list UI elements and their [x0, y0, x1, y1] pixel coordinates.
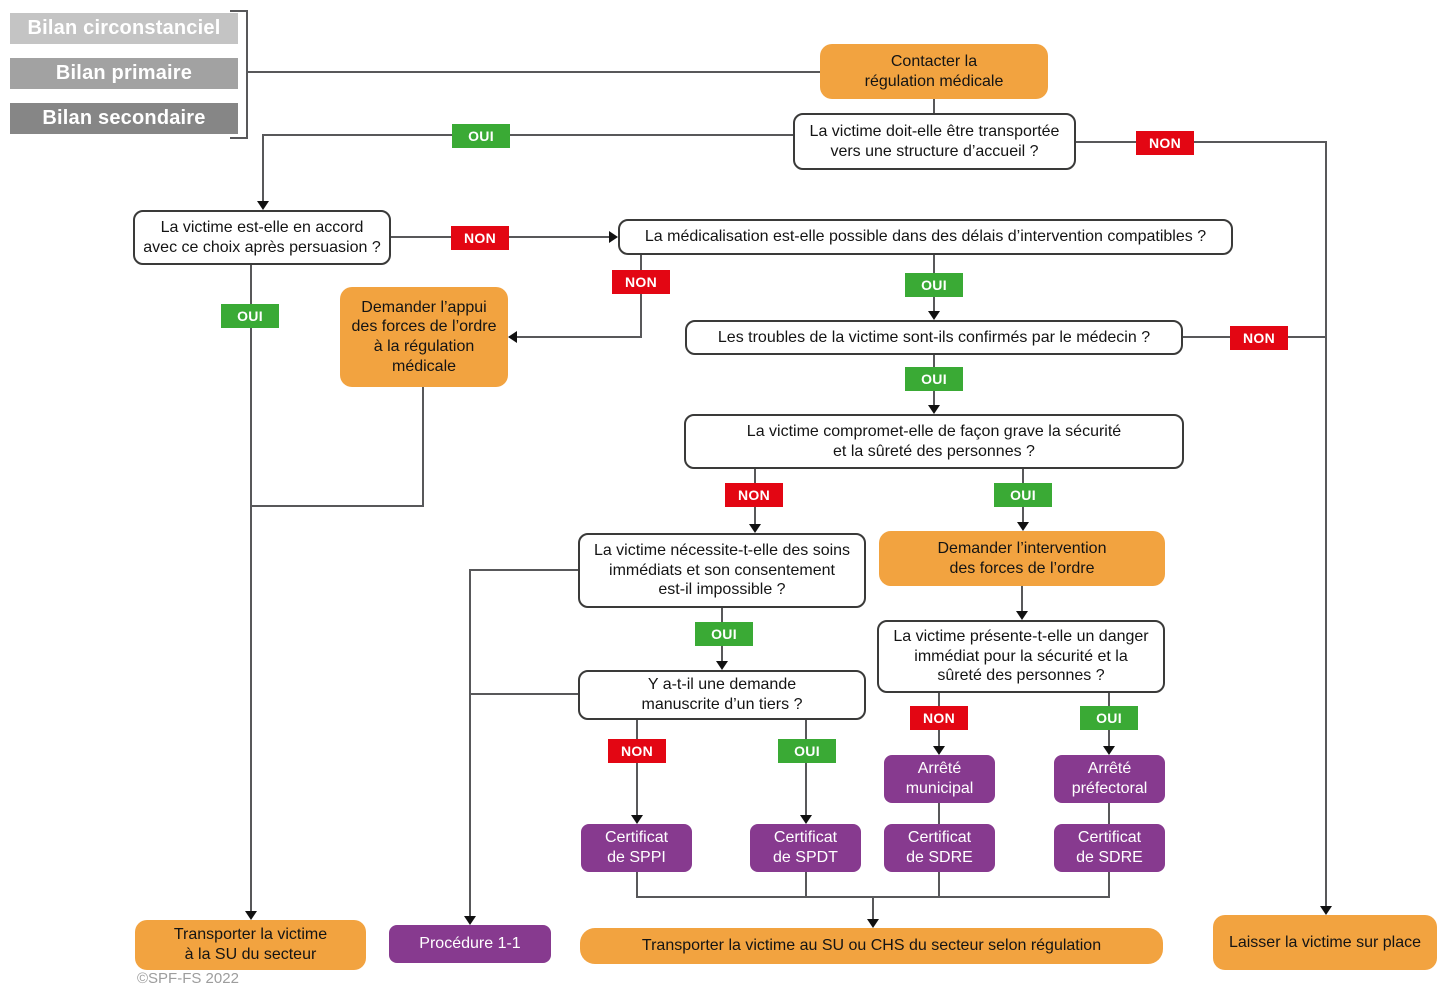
- badge-oui-soins: OUI: [695, 622, 753, 646]
- badge-oui-transport: OUI: [452, 124, 510, 148]
- node-certificat-sppi: Certificat de SPPI: [581, 824, 692, 872]
- badge-non-transport: NON: [1136, 131, 1194, 155]
- arrowhead-into-procedure: [464, 916, 476, 925]
- connector-municipal-sdre-v: [938, 803, 940, 824]
- connector-accord-oui-v: [250, 265, 252, 911]
- node-question-troubles: Les troubles de la victime sont-ils conf…: [685, 320, 1183, 355]
- badge-oui-troubles: OUI: [905, 367, 963, 391]
- connector-soins-left-h: [470, 569, 578, 571]
- arrowhead-into-municipal: [933, 746, 945, 755]
- badge-non-accord: NON: [451, 226, 509, 250]
- node-question-danger-immediat: La victime présente-t-elle un danger imm…: [877, 620, 1165, 693]
- connector-certs-out-v: [872, 896, 874, 919]
- badge-oui-danger: OUI: [1080, 706, 1138, 730]
- arrowhead-into-troubles: [928, 311, 940, 320]
- node-output-laisser-sur-place: Laisser la victime sur place: [1213, 915, 1437, 970]
- legend-bracket-top: [230, 10, 248, 12]
- connector-spdt-down-v: [805, 872, 807, 898]
- node-question-transport: La victime doit-elle être transportée ve…: [793, 113, 1076, 170]
- node-output-transporter-su: Transporter la victime à la SU du secteu…: [135, 920, 366, 970]
- node-action-intervention-forces-ordre: Demander l’intervention des forces de l’…: [879, 531, 1165, 586]
- badge-non-medicalisation: NON: [612, 270, 670, 294]
- connector-manuscrite-non-v: [636, 720, 638, 817]
- badge-oui-medicalisation: OUI: [905, 273, 963, 297]
- connector-transport-oui-h: [263, 134, 793, 136]
- connector-bracket-contacter: [248, 71, 820, 73]
- arrowhead-into-soins: [749, 524, 761, 533]
- legend-bilan-secondaire: Bilan secondaire: [10, 103, 238, 134]
- connector-left-procedure-v: [469, 569, 471, 916]
- connector-appui-down-h: [250, 505, 424, 507]
- badge-oui-compromet: OUI: [994, 483, 1052, 507]
- node-contacter-regulation: Contacter la régulation médicale: [820, 44, 1048, 99]
- node-arrete-prefectoral: Arrêté préfectoral: [1054, 755, 1165, 803]
- node-question-demande-manuscrite: Y a-t-il une demande manuscrite d’un tie…: [578, 670, 866, 720]
- connector-manuscrite-left-h: [470, 693, 578, 695]
- node-question-medicalisation: La médicalisation est-elle possible dans…: [618, 219, 1233, 255]
- connector-right-non-v: [1325, 141, 1327, 906]
- arrowhead-into-medicalisation: [609, 231, 618, 243]
- arrowhead-into-accord: [257, 201, 269, 210]
- arrowhead-into-su-chs: [867, 919, 879, 928]
- legend-bilan-circonstanciel: Bilan circonstanciel: [10, 13, 238, 44]
- connector-medicalisation-non-v: [640, 255, 642, 337]
- arrowhead-into-prefectoral: [1103, 746, 1115, 755]
- badge-oui-manuscrite: OUI: [778, 739, 836, 763]
- node-question-accord: La victime est-elle en accord avec ce ch…: [133, 210, 391, 265]
- node-question-compromet: La victime compromet-elle de façon grave…: [684, 414, 1184, 469]
- connector-manuscrite-oui-v: [805, 720, 807, 817]
- connector-contacter-transport: [933, 99, 935, 113]
- copyright-text: ©SPF-FS 2022: [137, 970, 239, 987]
- connector-appui-down-v: [422, 387, 424, 506]
- node-certificat-sdre-1: Certificat de SDRE: [884, 824, 995, 872]
- connector-transport-oui-v: [262, 134, 264, 201]
- node-action-appui-forces-ordre: Demander l’appui des forces de l’ordre à…: [340, 287, 508, 387]
- node-question-soins-immediats: La victime nécessite-t-elle des soins im…: [578, 533, 866, 608]
- connector-sdre1-down-v: [938, 872, 940, 898]
- connector-transport-non-h: [1076, 141, 1327, 143]
- badge-oui-accord: OUI: [221, 304, 279, 328]
- connector-sdre2-down-v: [1108, 872, 1110, 898]
- legend-bilan-primaire: Bilan primaire: [10, 58, 238, 89]
- legend-bracket-vertical: [246, 10, 248, 139]
- connector-medicalisation-non-h: [517, 336, 642, 338]
- arrowhead-into-appui: [508, 331, 517, 343]
- arrowhead-into-sppi: [631, 815, 643, 824]
- node-certificat-sdre-2: Certificat de SDRE: [1054, 824, 1165, 872]
- badge-non-compromet: NON: [725, 483, 783, 507]
- legend-bracket-bottom: [230, 137, 248, 139]
- arrowhead-into-spdt: [800, 815, 812, 824]
- node-output-procedure-1-1: Procédure 1-1: [389, 925, 551, 963]
- connector-prefectoral-sdre-v: [1108, 803, 1110, 824]
- arrowhead-into-laisser: [1320, 906, 1332, 915]
- connector-sppi-down-v: [636, 872, 638, 898]
- arrowhead-into-intervention: [1017, 522, 1029, 531]
- badge-non-danger: NON: [910, 706, 968, 730]
- badge-non-troubles: NON: [1230, 326, 1288, 350]
- arrowhead-into-danger: [1016, 611, 1028, 620]
- node-certificat-spdt: Certificat de SPDT: [750, 824, 861, 872]
- node-output-transporter-su-chs: Transporter la victime au SU ou CHS du s…: [580, 928, 1163, 964]
- node-arrete-municipal: Arrêté municipal: [884, 755, 995, 803]
- arrowhead-into-manuscrite: [716, 661, 728, 670]
- arrowhead-into-transporter-su: [245, 911, 257, 920]
- connector-intervention-danger-v: [1021, 586, 1023, 613]
- badge-non-manuscrite: NON: [608, 739, 666, 763]
- arrowhead-into-compromet: [928, 405, 940, 414]
